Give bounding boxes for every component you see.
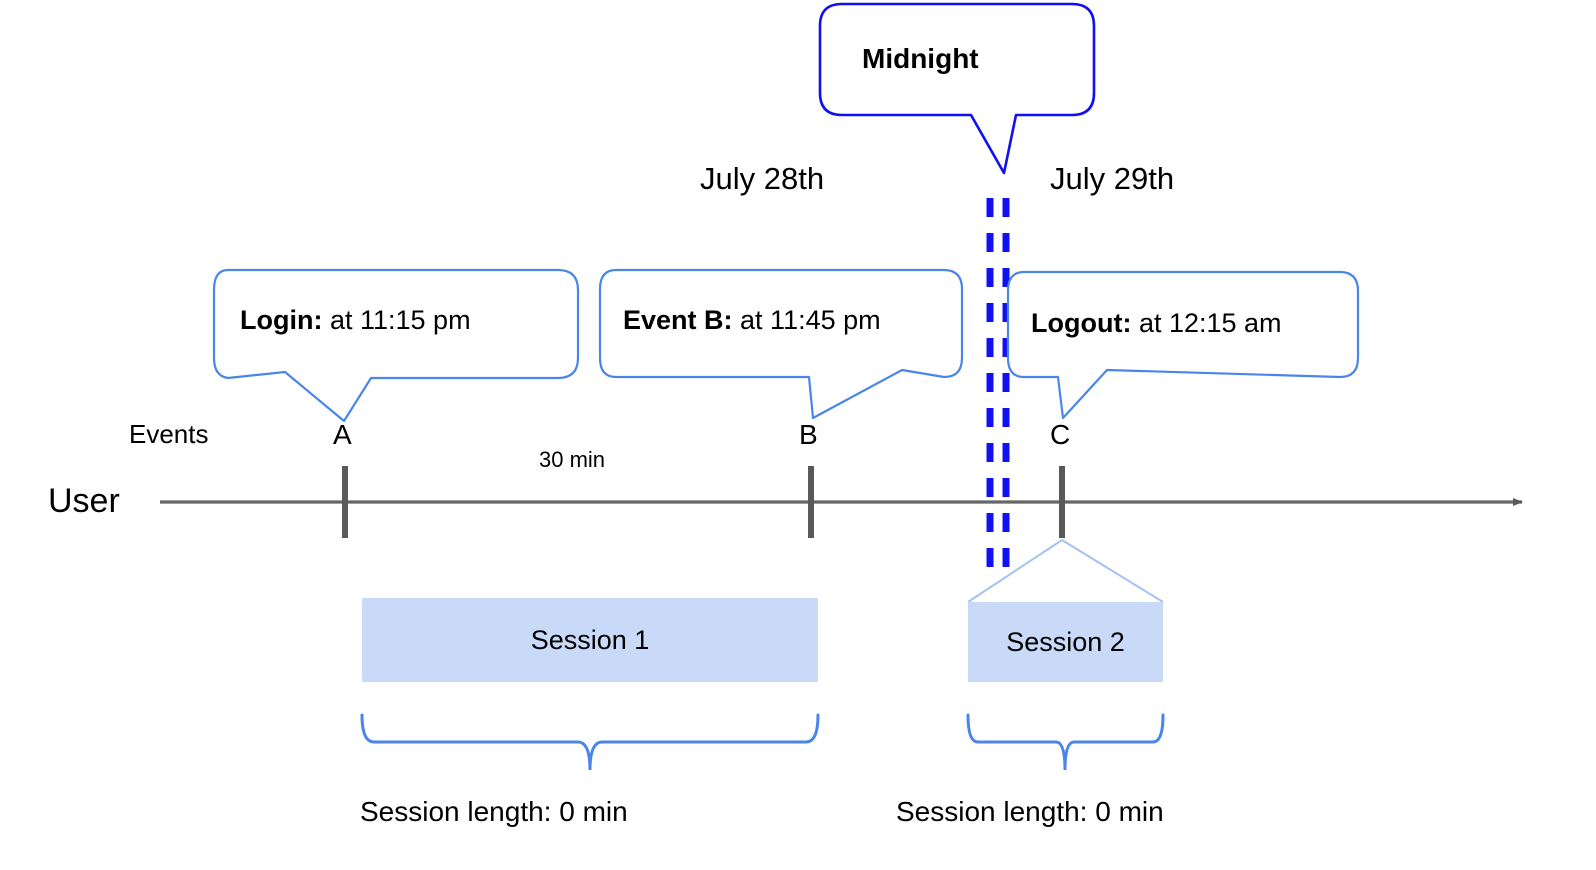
event-b-callout-bold: Event B: [623,305,733,335]
midnight-divider-lines [986,198,1010,580]
session-1-brace [360,713,820,771]
tick-label-a: A [333,419,352,450]
event-b-callout-rest: at 11:45 pm [732,305,881,335]
midnight-callout-shape [818,2,1096,175]
session-2-connector [967,539,1164,603]
event-b-callout-shape [598,268,964,420]
row-label-user: User [48,482,120,520]
event-b-callout-text: Event B: at 11:45 pm [623,307,881,334]
tick-label-c: C [1050,419,1071,450]
session-1-box: Session 1 [362,598,818,682]
session-1-length-label: Session length: 0 min [360,796,628,827]
date-label-july-29: July 29th [1050,161,1175,196]
logout-callout-rest: at 12:15 am [1131,308,1282,338]
duration-label-30-min: 30 min [539,447,606,472]
login-callout-rest: at 11:15 pm [322,305,471,335]
session-1-label: Session 1 [530,624,650,655]
login-callout-shape [212,268,580,423]
login-callout-bold: Login: [240,305,323,335]
date-label-july-28: July 28th [700,161,825,196]
session-2-box: Session 2 [968,602,1163,682]
row-label-events: Events [129,419,209,449]
login-callout-text: Login: at 11:15 pm [240,307,471,334]
midnight-callout-label: Midnight [862,43,979,74]
session-2-label: Session 2 [1006,626,1125,657]
logout-callout-shape [1006,270,1360,420]
session-2-length-label: Session length: 0 min [896,796,1164,827]
session-2-brace [966,713,1165,771]
logout-callout-text: Logout: at 12:15 am [1031,310,1282,337]
tick-label-b: B [799,419,818,450]
logout-callout-bold: Logout: [1031,308,1132,338]
